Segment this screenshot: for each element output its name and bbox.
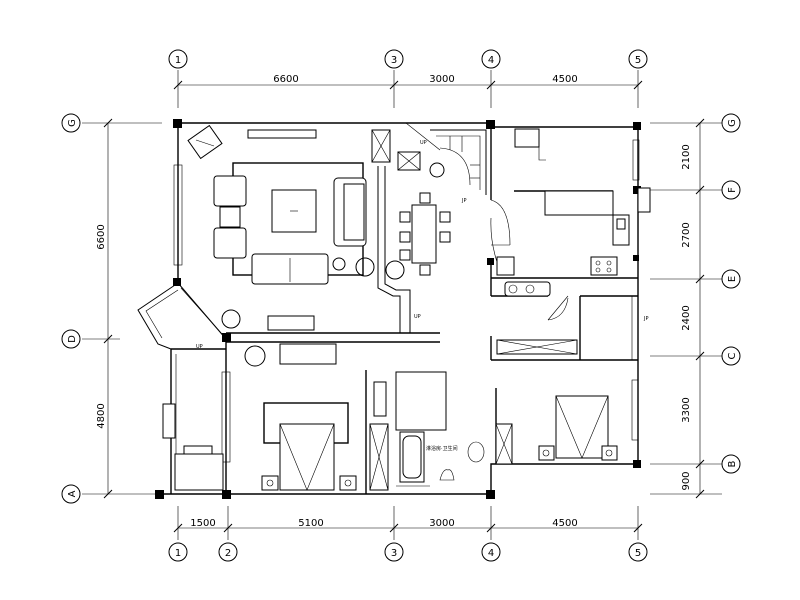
dim-left-d-a: 4800 <box>96 403 107 428</box>
axis-bottom-4: 4 <box>488 548 494 559</box>
corridor-up-label: UP <box>414 314 421 320</box>
right-jp-label: JP <box>643 316 649 322</box>
axis-top-3: 3 <box>391 55 397 66</box>
sideboard <box>187 124 317 160</box>
axis-right-g: G <box>727 119 738 127</box>
bay-window <box>137 282 227 350</box>
dim-bottom-2-3: 5100 <box>298 518 323 529</box>
dim-right-g-f: 2100 <box>681 144 692 169</box>
dim-bottom-3-4: 3000 <box>429 518 454 529</box>
right-axis-markers <box>721 113 741 474</box>
axis-top-5: 5 <box>635 55 641 66</box>
top-dimension-line <box>173 70 643 108</box>
dim-right-e-c: 2400 <box>681 305 692 330</box>
dim-top-3-4: 3000 <box>429 74 454 85</box>
stair-jp-label: JP <box>461 198 467 204</box>
bath-label: 淋浴房·卫生间 <box>426 445 458 452</box>
dining-table <box>399 192 451 276</box>
dim-bottom-4-5: 4500 <box>552 518 577 529</box>
columns <box>155 119 641 499</box>
second-bed <box>538 379 639 461</box>
laundry <box>496 281 633 360</box>
bedroom-window <box>221 371 231 463</box>
master-bed <box>261 402 357 491</box>
lower-up-label: UP <box>196 344 203 350</box>
axis-bottom-1: 1 <box>175 548 181 559</box>
dim-bottom-1-2: 1500 <box>190 518 215 529</box>
bath <box>369 371 513 491</box>
axis-top-1: 1 <box>175 55 181 66</box>
stair-up-label: UP <box>420 140 427 146</box>
axis-bottom-5: 5 <box>635 548 641 559</box>
axis-right-f: F <box>727 187 738 193</box>
dim-right-c-b: 3300 <box>681 397 692 422</box>
display-cabinet <box>371 129 421 171</box>
axis-bottom-2: 2 <box>225 548 231 559</box>
living-window <box>173 164 183 266</box>
kitchen <box>490 128 651 276</box>
axis-bottom-3: 3 <box>391 548 397 559</box>
top-axis-markers <box>168 49 648 69</box>
study-area <box>162 354 224 491</box>
corridor-duct <box>377 166 411 333</box>
axis-right-c: C <box>727 352 738 359</box>
bottom-dimension-line <box>173 506 643 540</box>
axis-top-4: 4 <box>488 55 494 66</box>
dim-top-4-5: 4500 <box>552 74 577 85</box>
axis-right-b: B <box>727 460 738 467</box>
bottom-axis-markers <box>168 542 648 562</box>
axis-left-g: G <box>67 119 78 127</box>
plants <box>221 162 445 367</box>
dim-left-g-d: 6600 <box>96 224 107 249</box>
axis-right-e: E <box>727 276 738 282</box>
dim-top-1-3: 6600 <box>273 74 298 85</box>
staircase <box>405 122 487 195</box>
dim-right-b-a: 900 <box>681 471 692 490</box>
left-axis-markers <box>61 113 81 504</box>
axis-left-a: A <box>67 490 78 497</box>
axis-left-d: D <box>67 335 78 343</box>
sofa-set <box>213 162 367 285</box>
tv-unit <box>267 315 387 417</box>
left-dimension-line <box>82 118 162 499</box>
right-dimension-line <box>650 118 722 499</box>
dim-right-f-e: 2700 <box>681 222 692 247</box>
